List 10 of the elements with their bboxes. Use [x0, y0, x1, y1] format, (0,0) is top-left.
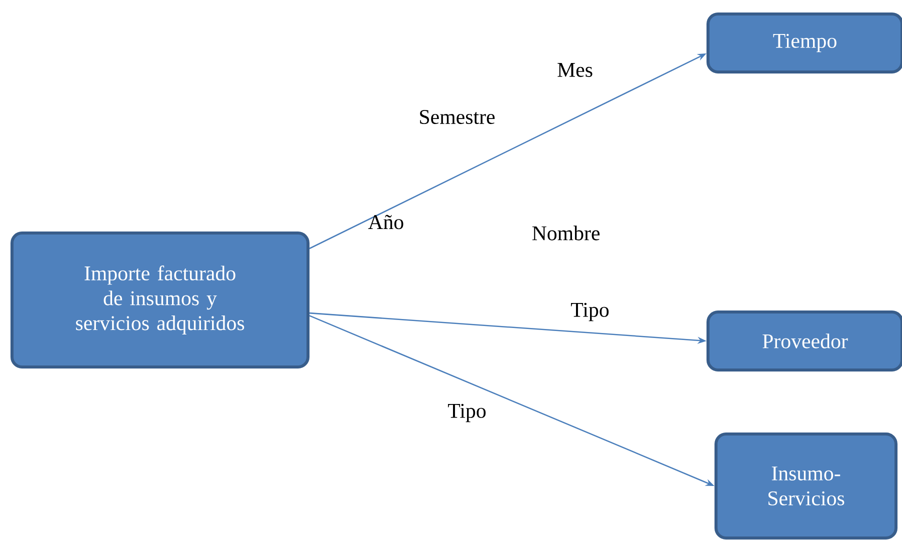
attribute-label: Tipo: [571, 302, 609, 322]
process-box: Tiempo: [706, 12, 902, 74]
process-box: Insumo-Servicios: [714, 432, 898, 540]
process-box: Proveedor: [706, 310, 902, 372]
attribute-label: Tipo: [448, 404, 486, 422]
attribute-label: Año: [368, 214, 404, 230]
attribute-label: Mes: [558, 63, 592, 77]
attribute-label: Semestre: [420, 110, 495, 124]
process-box: Importe facturado de insumos y servicios adquiridos: [10, 232, 310, 368]
attribute-label: Nombre: [532, 226, 600, 240]
